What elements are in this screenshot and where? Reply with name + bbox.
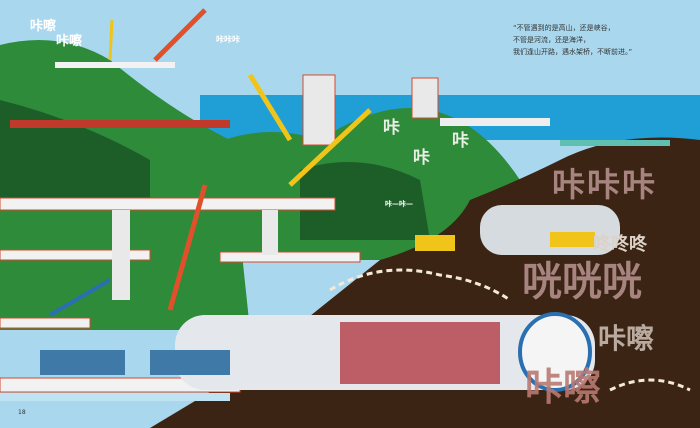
sound-text: 咔嚓 xyxy=(30,19,57,34)
road xyxy=(0,317,91,329)
crane xyxy=(167,184,208,311)
distant-bridge xyxy=(440,118,550,126)
road xyxy=(0,197,336,211)
road xyxy=(0,249,151,261)
tunnel-boring-machine xyxy=(340,322,500,384)
bridge-deck xyxy=(55,62,175,68)
crane xyxy=(288,108,372,187)
sound-text: 咣咣咣 xyxy=(522,259,642,305)
truck xyxy=(40,350,125,375)
sound-text: 咔—咔— xyxy=(385,200,413,208)
crane xyxy=(48,278,112,317)
crane xyxy=(153,8,207,62)
sound-text: 咔咔咔 xyxy=(552,165,657,204)
quote-line: “不管遇到的是高山，还是峡谷， xyxy=(513,24,615,32)
fossil xyxy=(609,378,691,392)
sound-text: 咔 xyxy=(413,148,430,168)
sound-text: 咔嚓 xyxy=(525,365,602,409)
bridge-pier xyxy=(411,77,439,119)
sound-text: 咔咔咔 xyxy=(216,35,240,44)
sound-text: 咔 xyxy=(452,131,469,151)
crane xyxy=(108,19,114,61)
dinosaur-fossil xyxy=(329,268,511,302)
bridge-pier xyxy=(302,74,336,146)
truck xyxy=(150,350,230,375)
crane xyxy=(247,73,293,142)
dump-truck xyxy=(415,235,455,251)
road xyxy=(219,251,361,263)
quote-line: 我们逢山开路，遇水架桥，不断前进。” xyxy=(513,48,633,56)
quote-text: “不管遇到的是高山，还是峡谷， 不管是河流，还是海洋， 我们逢山开路，遇水架桥，… xyxy=(513,22,693,58)
excavator xyxy=(550,232,595,247)
page-number: 18 xyxy=(18,409,26,416)
sound-text: 咔嚓 xyxy=(598,322,655,355)
quote-line: 不管是河流，还是海洋， xyxy=(513,36,590,44)
sound-text: 咔 xyxy=(383,118,400,138)
sound-text: 咚咚咚 xyxy=(593,234,647,255)
sound-text: 咔嚓 xyxy=(56,34,83,49)
